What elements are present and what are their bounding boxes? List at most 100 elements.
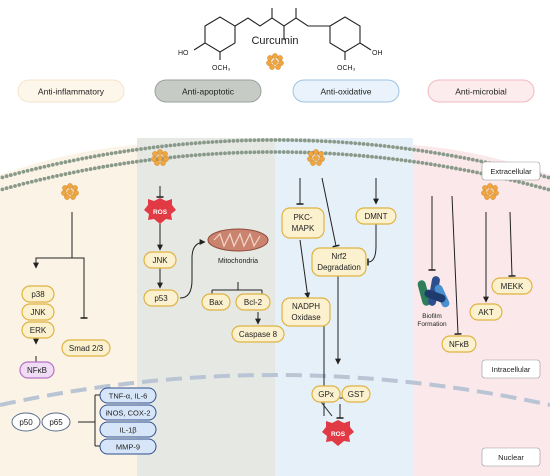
lipid-head — [542, 186, 547, 191]
biofilm-icon — [417, 276, 450, 308]
node-ros-oxidative: ROS — [322, 420, 354, 446]
lipid-head — [160, 144, 164, 149]
svg-text:NADPH: NADPH — [292, 302, 320, 311]
lipid-head — [445, 165, 450, 169]
lipid-head — [25, 180, 30, 185]
lipid-head — [214, 151, 219, 156]
mitochondria-label: Mitochondria — [218, 258, 258, 265]
lipid-head — [265, 138, 269, 142]
lipid-head — [92, 166, 97, 171]
lipid-head — [277, 138, 282, 142]
svg-text:Smad 2/3: Smad 2/3 — [69, 344, 104, 353]
svg-text:MEKK: MEKK — [501, 282, 524, 291]
lipid-head — [382, 156, 387, 160]
svg-text:JNK: JNK — [152, 256, 168, 265]
svg-text:ROS: ROS — [153, 209, 168, 216]
pathway-lines — [19, 177, 516, 447]
svg-text:MAPK: MAPK — [292, 224, 315, 233]
lipid-head — [546, 187, 550, 192]
lipid-head — [538, 185, 542, 190]
lipid-head — [529, 183, 534, 187]
lipid-head — [357, 141, 362, 146]
lipid-head — [227, 151, 232, 155]
lipid-head — [365, 154, 370, 159]
lipid-head — [349, 153, 353, 157]
lipid-head — [76, 169, 80, 174]
lipid-head — [260, 150, 265, 154]
node-caspase8: Caspase 8 — [231, 325, 285, 343]
lipid-head — [336, 140, 341, 144]
node-ros-apoptotic: ROS — [144, 198, 176, 224]
lipid-head — [382, 144, 387, 148]
lipid-head — [126, 160, 131, 165]
lipid-head — [147, 158, 152, 162]
lipid-head — [260, 138, 265, 142]
lipid-head — [109, 163, 114, 168]
lipid-head — [458, 155, 463, 160]
och3-right-label: OCH₃ — [337, 65, 356, 72]
svg-text:Bcl-2: Bcl-2 — [244, 298, 263, 307]
lipid-head — [71, 158, 76, 163]
curcumin-cluster-3 — [307, 149, 325, 166]
lipid-head — [286, 138, 290, 142]
lipid-head — [361, 154, 366, 158]
lipid-head — [223, 151, 227, 156]
lipid-head — [361, 142, 366, 146]
lipid-head — [25, 168, 30, 173]
lipid-head — [248, 150, 253, 155]
category-pill-0: Anti-inflammatory — [17, 79, 125, 103]
lipid-head — [370, 154, 374, 159]
lipid-head — [307, 138, 311, 143]
lipid-head — [29, 167, 34, 172]
lipid-head — [21, 181, 26, 186]
lipid-head — [428, 150, 433, 155]
lipid-head — [407, 147, 412, 152]
svg-text:Nrf2: Nrf2 — [331, 252, 347, 261]
lipid-head — [210, 152, 215, 156]
lipid-head — [34, 178, 38, 183]
node-gst: GST — [341, 385, 371, 403]
lipid-head — [433, 162, 437, 167]
lipid-head — [395, 145, 400, 150]
svg-text:NFκB: NFκB — [27, 366, 47, 375]
lipid-head — [328, 151, 332, 156]
svg-text:Intracellular: Intracellular — [492, 365, 531, 374]
lipid-head — [50, 162, 55, 167]
lipid-head — [134, 159, 139, 164]
lipid-head — [55, 173, 59, 178]
lipid-head — [475, 170, 479, 175]
curcumin-title: Curcumin — [251, 35, 298, 47]
lipid-head — [290, 138, 295, 143]
lipid-head — [218, 139, 223, 144]
lipid-head — [454, 166, 458, 171]
svg-text:DMNT: DMNT — [364, 212, 387, 221]
lipid-head — [214, 139, 219, 144]
lipid-head — [105, 152, 110, 157]
svg-text:GPx: GPx — [318, 390, 334, 399]
cytokine-label: MMP-9 — [116, 443, 140, 452]
lipid-head — [147, 146, 152, 150]
lipid-head — [269, 150, 274, 154]
lipid-head — [437, 163, 442, 168]
lipid-head — [139, 147, 143, 151]
lipid-head — [176, 142, 181, 147]
lipid-head — [466, 156, 471, 161]
lipid-head — [479, 159, 484, 164]
svg-text:GST: GST — [348, 390, 365, 399]
lipid-head — [294, 138, 299, 143]
node-gpx: GPx — [311, 385, 341, 403]
category-pill-1: Anti-apoptotic — [154, 79, 262, 103]
lipid-head — [378, 143, 383, 148]
lipid-head — [155, 145, 160, 149]
lipid-head — [235, 138, 240, 143]
node-erk: ERK — [21, 321, 55, 339]
lipid-head — [231, 138, 236, 143]
lipid-head — [391, 145, 395, 149]
lipid-head — [252, 138, 257, 143]
lipid-head — [197, 140, 202, 145]
zone-label-intracellular: Intracellular — [481, 359, 541, 379]
lipid-head — [365, 142, 370, 147]
lipid-head — [143, 158, 148, 163]
svg-text:Oxidase: Oxidase — [291, 313, 321, 322]
